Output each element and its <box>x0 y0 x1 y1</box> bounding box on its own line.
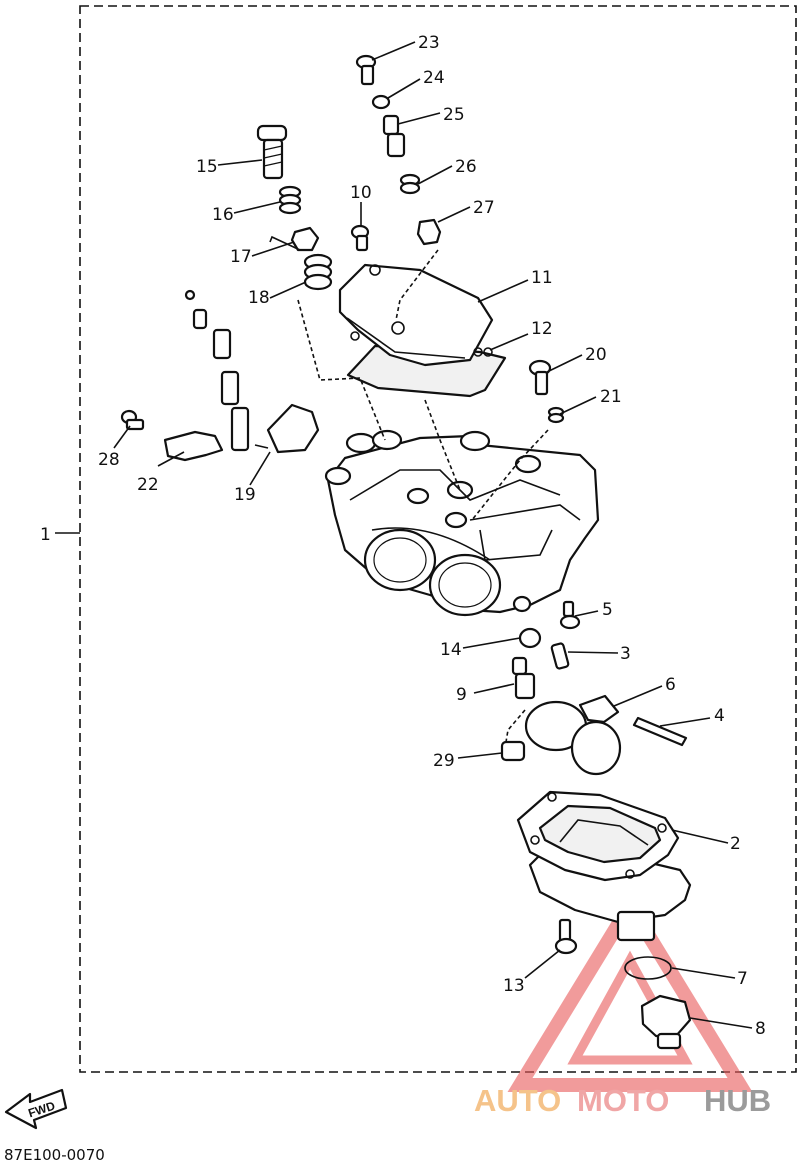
label-12: 12 <box>531 319 553 339</box>
label-14: 14 <box>440 640 462 660</box>
part-18-spring <box>303 253 333 291</box>
label-11: 11 <box>531 268 553 288</box>
part-3-jet <box>550 642 570 670</box>
label-19: 19 <box>234 485 256 505</box>
fwd-arrow: FWD <box>4 1088 68 1130</box>
leader-lines <box>55 41 753 1029</box>
part-20-screw <box>528 359 552 396</box>
part-22-bracket <box>163 430 224 462</box>
watermark-auto: AUTO <box>474 1083 561 1118</box>
label-10: 10 <box>350 183 372 203</box>
part-27-cap <box>416 218 442 246</box>
part-number-labels: 1 2 3 4 5 6 7 8 9 10 11 12 13 14 15 16 1… <box>40 33 766 1039</box>
part-28-screw <box>120 409 145 431</box>
label-26: 26 <box>455 157 477 177</box>
label-27: 27 <box>473 198 495 218</box>
assembly-boundary <box>79 5 797 1073</box>
part-9-main-jet <box>511 656 536 700</box>
label-13: 13 <box>503 976 525 996</box>
part-26-spring <box>399 173 421 195</box>
part-19-starter-plunger <box>184 289 320 454</box>
float-bowl <box>516 790 692 942</box>
label-15: 15 <box>196 157 218 177</box>
part-17-nut <box>290 226 320 252</box>
part-24-nut <box>371 94 391 110</box>
label-5: 5 <box>602 600 613 620</box>
part-6-float <box>524 694 622 776</box>
part-14-plug <box>518 627 542 649</box>
label-21: 21 <box>600 387 622 407</box>
label-16: 16 <box>212 205 234 225</box>
label-18: 18 <box>248 288 270 308</box>
label-2: 2 <box>730 834 741 854</box>
reference-code: 87E100-0070 <box>4 1146 105 1164</box>
label-8: 8 <box>755 1019 766 1039</box>
watermark-hub: HUB <box>704 1083 771 1118</box>
part-23-screw <box>355 54 377 86</box>
label-7: 7 <box>737 969 748 989</box>
part-4-pin <box>632 716 688 747</box>
part-29-plug <box>500 740 526 762</box>
part-8-drain-plug <box>640 994 692 1050</box>
part-25-jet <box>382 114 406 158</box>
part-7-o-ring <box>624 956 672 980</box>
carburetor-body <box>324 429 600 617</box>
part-10-screw <box>350 224 370 252</box>
part-16-spring <box>278 185 302 215</box>
label-6: 6 <box>665 675 676 695</box>
label-4: 4 <box>714 706 725 726</box>
watermark-moto: MOTO <box>577 1083 669 1118</box>
label-28: 28 <box>98 450 120 470</box>
assembly-guide-lines <box>269 235 549 743</box>
label-24: 24 <box>423 68 445 88</box>
label-20: 20 <box>585 345 607 365</box>
label-25: 25 <box>443 105 465 125</box>
top-cover <box>338 263 507 398</box>
part-13-screw <box>554 918 578 955</box>
label-23: 23 <box>418 33 440 53</box>
part-21-spring <box>547 406 565 424</box>
watermark-text: AUTO MOTO HUB <box>474 1083 771 1118</box>
label-17: 17 <box>230 247 252 267</box>
label-22: 22 <box>137 475 159 495</box>
label-1: 1 <box>40 525 51 545</box>
fwd-arrow-icon <box>4 1088 68 1130</box>
label-9: 9 <box>456 685 467 705</box>
part-15-screw <box>256 124 288 180</box>
label-3: 3 <box>620 644 631 664</box>
label-29: 29 <box>433 751 455 771</box>
part-5-screw <box>559 600 581 630</box>
